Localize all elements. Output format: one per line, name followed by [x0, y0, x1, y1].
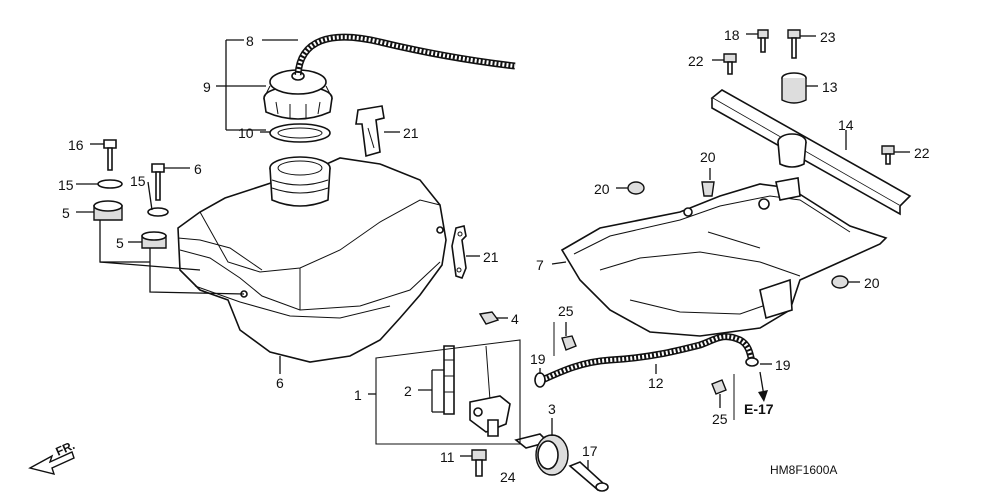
callout-24: 24 — [500, 469, 516, 485]
callout-15-a: 15 — [58, 177, 74, 193]
callout-1: 1 — [354, 387, 362, 403]
clamp-25a — [553, 322, 577, 356]
callout-22-b: 22 — [914, 145, 930, 161]
bolt-23 — [787, 29, 801, 59]
rubber-strap-side — [451, 225, 467, 279]
callout-16: 16 — [68, 137, 84, 153]
bolt-18 — [757, 29, 769, 53]
callout-11: 11 — [440, 449, 455, 465]
fuel-cock-knob-3 — [514, 433, 569, 476]
reference-e17: E-17 — [744, 401, 774, 417]
callout-3: 3 — [548, 401, 556, 417]
callout-17: 17 — [582, 443, 598, 459]
screw-17 — [568, 461, 609, 492]
clip-19a — [534, 372, 546, 388]
bolt-22a — [723, 53, 737, 75]
grommet-20c — [831, 275, 849, 289]
cap-gasket — [269, 123, 331, 143]
callout-6-bolt: 6 — [194, 161, 202, 177]
front-direction-icon: FR. — [28, 438, 77, 475]
callout-5-b: 5 — [116, 235, 124, 251]
callout-22-a: 22 — [688, 53, 704, 69]
callout-21-side: 21 — [483, 249, 499, 265]
grommet-20b — [701, 181, 715, 197]
callout-5-a: 5 — [62, 205, 70, 221]
callout-21-top: 21 — [403, 125, 419, 141]
callout-23: 23 — [820, 29, 836, 45]
fuel-strainer-2 — [443, 345, 455, 415]
callout-4: 4 — [511, 311, 519, 327]
fuel-tank — [177, 156, 447, 363]
bolt-22b — [881, 145, 895, 165]
cushion-5b — [141, 231, 167, 249]
cushion-5a — [93, 200, 123, 221]
rubber-strap-top — [355, 105, 385, 158]
callout-7: 7 — [536, 257, 544, 273]
washer-15b — [147, 207, 169, 217]
callout-13: 13 — [822, 79, 838, 95]
breather-tube — [294, 33, 516, 76]
washer-15a — [97, 179, 123, 189]
callout-25-a: 25 — [558, 303, 574, 319]
callout-6-tank: 6 — [276, 375, 284, 391]
callout-2: 2 — [404, 383, 412, 399]
callout-14: 14 — [838, 117, 854, 133]
clip-19b — [745, 357, 759, 367]
grommet-20a — [627, 181, 645, 195]
callout-19-b: 19 — [775, 357, 791, 373]
clamp-25b — [711, 374, 735, 420]
callout-15-b: 15 — [130, 173, 146, 189]
callout-20-a: 20 — [594, 181, 610, 197]
callout-8: 8 — [246, 33, 254, 49]
tank-bracket — [710, 89, 912, 216]
callout-25-b: 25 — [712, 411, 728, 427]
leader-lines — [76, 33, 910, 470]
bolt-6 — [151, 163, 165, 201]
callout-18: 18 — [724, 27, 740, 43]
bolt-16 — [103, 139, 117, 171]
callout-9: 9 — [203, 79, 211, 95]
bushing-13 — [781, 72, 807, 104]
callout-19-a: 19 — [530, 351, 546, 367]
fuel-tank-cover — [560, 183, 888, 337]
diagram-code: HM8F1600A — [770, 463, 837, 477]
callout-10: 10 — [238, 125, 254, 141]
fuel-cock — [469, 345, 511, 437]
bolt-11 — [471, 449, 487, 477]
callout-12: 12 — [648, 375, 664, 391]
callout-20-b: 20 — [700, 149, 716, 165]
callout-20-c: 20 — [864, 275, 880, 291]
fuel-filler-cap — [263, 69, 333, 120]
nut-4 — [478, 311, 500, 325]
fuel-tube-12 — [536, 333, 756, 386]
